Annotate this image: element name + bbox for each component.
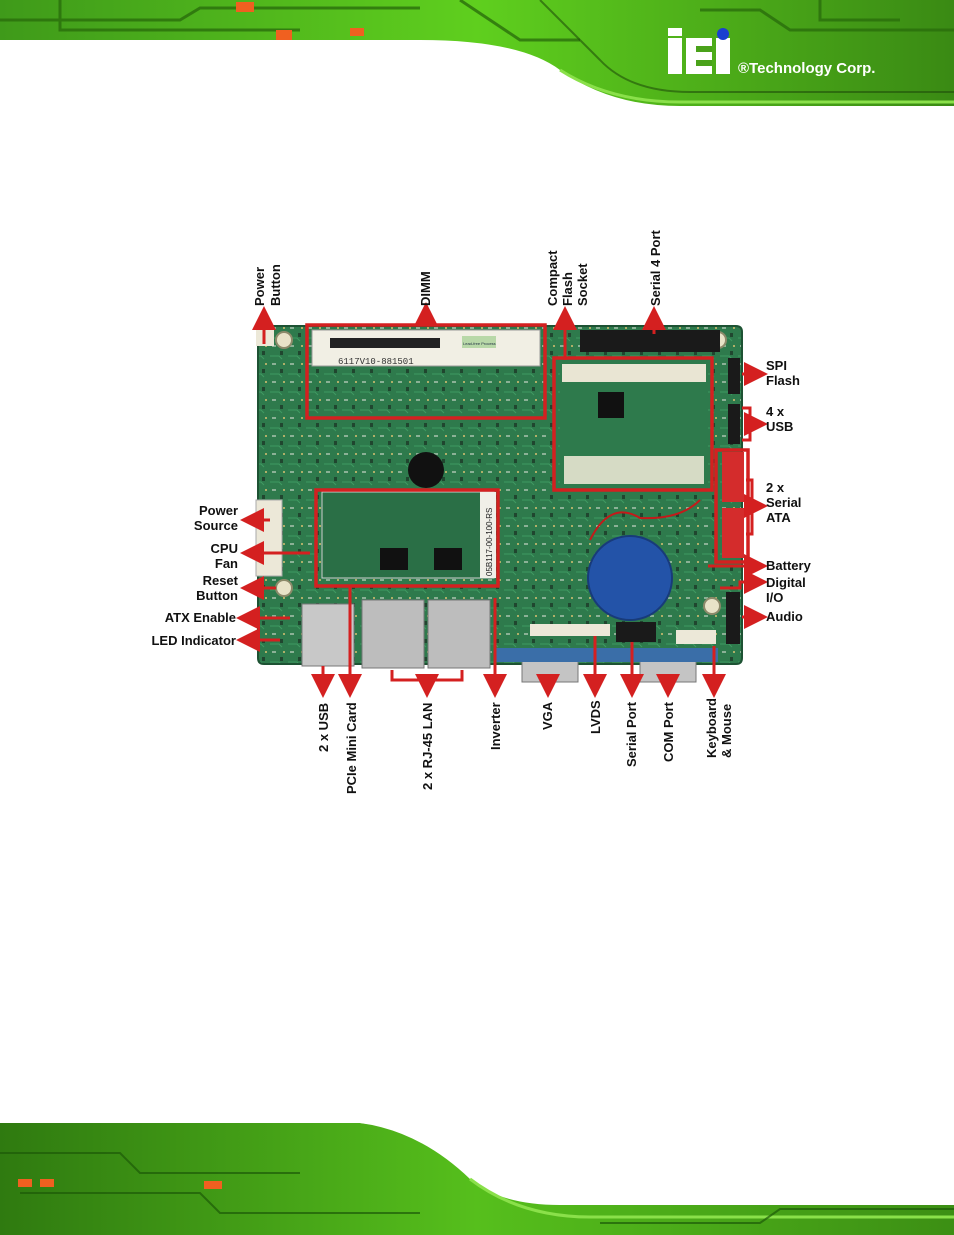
label-inverter: Inverter xyxy=(488,702,503,750)
svg-text:Flash: Flash xyxy=(560,272,575,306)
label-pcie-mini: PCIe Mini Card xyxy=(344,702,359,794)
svg-text:Flash: Flash xyxy=(766,373,800,388)
pcb-code: 05B117-00-100-RS xyxy=(485,508,494,576)
header-green-stripe xyxy=(559,68,954,104)
label-spi-flash: SPI Flash xyxy=(766,358,800,388)
svg-text:Serial 4 Port: Serial 4 Port xyxy=(648,229,663,306)
svg-text:ATA: ATA xyxy=(766,510,791,525)
svg-text:Digital: Digital xyxy=(766,575,806,590)
pcie-highlight-box xyxy=(314,488,500,588)
label-rj45: 2 x RJ-45 LAN xyxy=(420,703,435,790)
label-cpu-fan: CPU Fan xyxy=(211,541,238,571)
kbms-header xyxy=(676,630,716,644)
svg-text:COM Port: COM Port xyxy=(661,701,676,762)
label-digital-io: Digital I/O xyxy=(766,575,806,605)
svg-text:USB: USB xyxy=(766,419,793,434)
serial-header xyxy=(616,622,656,642)
svg-text:VGA: VGA xyxy=(540,701,555,730)
footer-circuit-traces xyxy=(0,1152,954,1224)
lvds-connector xyxy=(530,624,610,636)
label-usb4: 4 x USB xyxy=(766,404,793,434)
label-kb-mouse: Keyboard & Mouse xyxy=(704,698,734,758)
header-components xyxy=(236,2,364,40)
svg-text:Serial: Serial xyxy=(766,495,801,510)
brand-tagline: ®Technology Corp. xyxy=(738,60,875,77)
power-connector xyxy=(255,499,283,577)
label-lvds: LVDS xyxy=(588,700,603,734)
svg-text:SPI: SPI xyxy=(766,358,787,373)
svg-text:Button: Button xyxy=(268,264,283,306)
serial4-header xyxy=(580,330,720,352)
svg-text:2 x: 2 x xyxy=(766,480,785,495)
label-sata: 2 x Serial ATA xyxy=(766,480,801,525)
svg-text:Power: Power xyxy=(199,503,238,518)
svg-text:Keyboard: Keyboard xyxy=(704,698,719,758)
dimm-silkscreen: 6117V10-881501 xyxy=(338,357,414,367)
lead-free-label: Lead-free Process xyxy=(463,341,496,346)
page-footer xyxy=(0,1123,954,1235)
label-led-indicator: LED Indicator xyxy=(151,633,236,648)
label-usb2: 2 x USB xyxy=(316,703,331,752)
usb-stack xyxy=(301,603,355,667)
buzzer xyxy=(408,452,444,488)
mount-hole xyxy=(275,331,293,349)
header-circuit-traces xyxy=(0,0,954,42)
svg-text:Reset: Reset xyxy=(203,573,239,588)
svg-text:2 x RJ-45 LAN: 2 x RJ-45 LAN xyxy=(420,703,435,790)
sata-connector xyxy=(722,452,744,502)
label-atx-enable: ATX Enable xyxy=(165,610,236,625)
svg-text:2 x USB: 2 x USB xyxy=(316,703,331,752)
label-audio: Audio xyxy=(766,609,803,624)
audio-header xyxy=(726,592,740,644)
label-power-source: Power Source xyxy=(194,503,238,533)
mount-hole xyxy=(703,597,721,615)
svg-text:Power: Power xyxy=(252,267,267,306)
usb-header xyxy=(728,404,740,444)
spi-header xyxy=(728,358,740,394)
footer-white-area xyxy=(360,1123,954,1205)
label-battery: Battery xyxy=(766,558,812,573)
svg-text:LVDS: LVDS xyxy=(588,700,603,734)
label-serial-port: Serial Port xyxy=(624,701,639,767)
label-vga: VGA xyxy=(540,701,555,730)
brand-logo xyxy=(668,28,730,74)
header-white-swoosh xyxy=(0,40,954,112)
label-reset-button: Reset Button xyxy=(196,573,239,603)
cf-highlight-box xyxy=(552,356,714,492)
svg-text:CPU: CPU xyxy=(211,541,238,556)
svg-text:DIMM: DIMM xyxy=(418,271,433,306)
footer-components xyxy=(18,1179,222,1189)
mount-hole xyxy=(275,579,293,597)
svg-text:Socket: Socket xyxy=(575,263,590,306)
sata-connector xyxy=(722,508,744,558)
svg-text:Serial Port: Serial Port xyxy=(624,701,639,767)
rj45-port xyxy=(361,599,425,669)
pcb-board: 6117V10-881501 Lead-free Process 05B117-… xyxy=(255,325,744,683)
svg-text:Source: Source xyxy=(194,518,238,533)
label-com-port: COM Port xyxy=(661,701,676,762)
svg-text:PCIe Mini Card: PCIe Mini Card xyxy=(344,702,359,794)
header-dark-stripe xyxy=(539,0,954,93)
page-header: ®Technology Corp. xyxy=(0,0,954,112)
svg-text:I/O: I/O xyxy=(766,590,783,605)
label-power-button: Power Button xyxy=(252,264,283,306)
rj45-port xyxy=(427,599,491,669)
svg-text:4 x: 4 x xyxy=(766,404,785,419)
footer-green-stripe xyxy=(469,1177,954,1219)
label-dimm: DIMM xyxy=(418,271,433,306)
svg-text:Button: Button xyxy=(196,588,238,603)
label-compact-flash: Compact Flash Socket xyxy=(545,250,590,306)
svg-text:Compact: Compact xyxy=(545,250,560,306)
svg-text:Fan: Fan xyxy=(215,556,238,571)
battery-cell xyxy=(587,535,673,621)
label-serial4: Serial 4 Port xyxy=(648,229,663,306)
svg-text:Inverter: Inverter xyxy=(488,702,503,750)
svg-text:& Mouse: & Mouse xyxy=(719,704,734,758)
